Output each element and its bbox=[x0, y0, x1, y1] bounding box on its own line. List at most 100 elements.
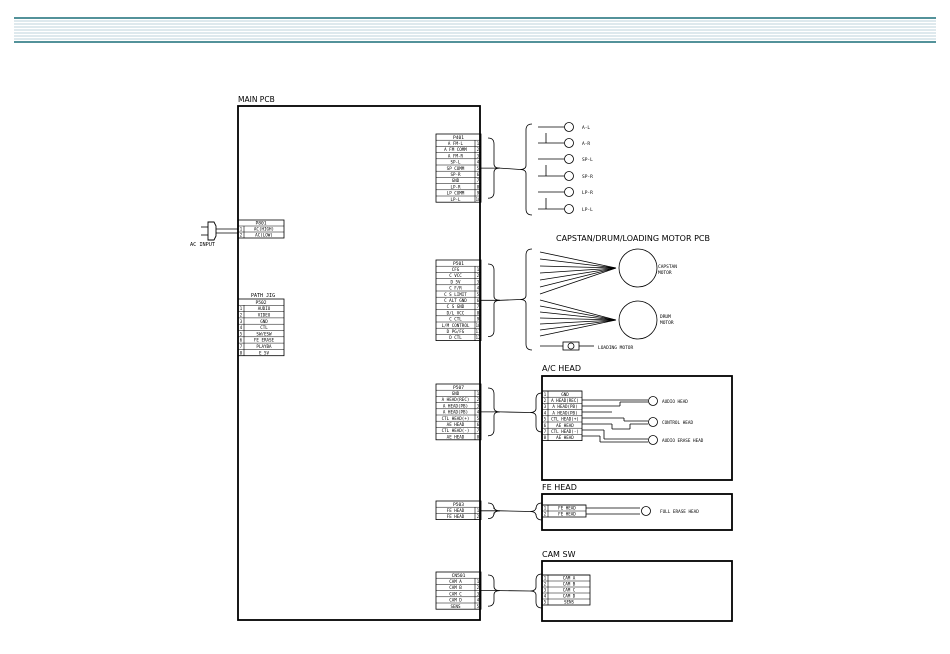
full-erase-head-label: FULL ERASE HEAD bbox=[660, 509, 699, 515]
connector-p401-pin-label: A FM COMM bbox=[444, 147, 467, 152]
path-jig-label: PATH JIG bbox=[251, 293, 275, 299]
connector-p401-pin-label: LP-R bbox=[450, 184, 461, 189]
connector-p502-pin-label: E 5V bbox=[259, 350, 270, 355]
connector-p401-pin-number: 7 bbox=[477, 178, 480, 183]
speaker-icon bbox=[564, 154, 574, 164]
connector-p401-title: P401 bbox=[453, 135, 464, 141]
connector-p501-pin-number: 4 bbox=[477, 286, 480, 291]
connector-p503-pin-number: 2 bbox=[477, 514, 480, 519]
connector-p502-pin-number: 3 bbox=[240, 319, 243, 324]
capstan-wire bbox=[539, 267, 617, 274]
connector-p502-pin-number: 6 bbox=[240, 338, 243, 343]
connector-cam-sw-pin-number: 3 bbox=[544, 588, 547, 593]
connector-p501-pin-number: 11 bbox=[476, 329, 481, 334]
erase-head-label: AUDIO ERASE HEAD bbox=[662, 438, 704, 444]
drum-wire bbox=[539, 299, 617, 321]
capstan-wire bbox=[539, 251, 617, 269]
connector-p501-pin-label: D/L VCC bbox=[447, 310, 465, 315]
connector-p507-pin-number: 5 bbox=[477, 416, 480, 421]
motor-pcb-title: CAPSTAN/DRUM/LOADING MOTOR PCB bbox=[556, 234, 710, 243]
connector-p507-pin-label: GND bbox=[452, 391, 460, 396]
connector-ac-head-pin-label: AE HEAD bbox=[556, 435, 574, 440]
bundle-wire bbox=[499, 411, 531, 413]
connector-ac-head-pin-label: GND bbox=[561, 392, 569, 397]
cam-sw-title: CAM SW bbox=[542, 550, 576, 559]
connector-ac-head-pin-number: 3 bbox=[544, 404, 547, 409]
connector-cam-sw-pin-label: CAM D bbox=[563, 594, 576, 599]
audio-head-label: AUDIO HEAD bbox=[662, 399, 688, 405]
connector-p502-pin-number: 8 bbox=[240, 350, 243, 355]
connector-cn501-pin-label: CAM A bbox=[449, 579, 462, 584]
connector-cam-sw-pin-number: 4 bbox=[544, 594, 547, 599]
loading-motor-label: LOADING MOTOR bbox=[598, 345, 634, 351]
connector-p503-title: P503 bbox=[453, 502, 464, 508]
connector-p507-pin-number: 2 bbox=[477, 397, 480, 402]
connector-ac-head-pin-number: 8 bbox=[544, 435, 547, 440]
connector-ac-head-pin-label: A HEAD(PB) bbox=[552, 410, 577, 415]
connector-p401-pin-number: 1 bbox=[477, 141, 480, 146]
speaker-icon bbox=[564, 122, 574, 132]
connector-p501-pin-number: 1 bbox=[477, 267, 480, 272]
brace-ac-head bbox=[529, 392, 543, 433]
drum-label: MOTOR bbox=[660, 320, 674, 326]
connector-p501-pin-label: C S LIMIT bbox=[444, 292, 467, 297]
connector-p502-pin-label: VIDEO bbox=[258, 313, 271, 318]
connector-p401-pin-label: GND bbox=[452, 178, 460, 183]
connector-p501-pin-label: C ALT GND bbox=[444, 298, 467, 303]
drum-wire bbox=[539, 319, 617, 337]
connector-ac-head-pin-label: AE HEAD bbox=[556, 423, 574, 428]
connector-p507-pin-number: 1 bbox=[477, 391, 480, 396]
connector-cn501-pin-number: 5 bbox=[477, 604, 480, 609]
connector-p501-pin-label: D 5V bbox=[450, 279, 461, 284]
drum-wire bbox=[539, 319, 617, 331]
connector-p801-frame bbox=[237, 219, 285, 239]
connector-p401-pin-label: LP-L bbox=[450, 197, 461, 202]
connector-p502-pin-label: PLAYBA bbox=[256, 344, 272, 349]
connector-p507-pin-label: A HEAD(PB) bbox=[443, 410, 468, 415]
bundle-wire bbox=[499, 299, 521, 301]
connector-fe-head-pin-number: 1 bbox=[544, 506, 547, 511]
connector-ac-head-pin-number: 5 bbox=[544, 417, 547, 422]
connector-p401-pin-number: 10 bbox=[476, 197, 481, 202]
connector-p501-pin-label: C CTL bbox=[449, 317, 462, 322]
connector-ac-head-pin-number: 6 bbox=[544, 423, 547, 428]
connector-p502-pin-label: CTL bbox=[260, 325, 268, 330]
connector-p507-pin-number: 8 bbox=[477, 434, 480, 439]
connector-p503-frame bbox=[435, 500, 482, 521]
connector-p501-pin-number: 2 bbox=[477, 273, 480, 278]
connector-cam-sw-pin-number: 2 bbox=[544, 582, 547, 587]
capstan-wire bbox=[539, 267, 617, 281]
connector-cn501-pin-label: SENS bbox=[450, 604, 461, 609]
connector-p502-pin-label: FE ERASE bbox=[254, 338, 275, 343]
connector-p507-pin-label: CTL HEAD(-) bbox=[442, 428, 470, 433]
connector-cn501-pin-number: 2 bbox=[477, 585, 480, 590]
speaker-label: LP-L bbox=[582, 207, 593, 213]
connector-p502-pin-number: 7 bbox=[240, 344, 243, 349]
connector-p502-pin-label: AUDIO bbox=[258, 306, 271, 311]
capstan-wire bbox=[539, 265, 617, 269]
connector-p401-pin-number: 4 bbox=[477, 160, 480, 165]
drum-wire bbox=[539, 319, 617, 325]
connector-p503-pin-label: FE HEAD bbox=[447, 514, 465, 519]
full-erase-head-icon bbox=[641, 506, 651, 516]
speaker-icon bbox=[564, 187, 574, 197]
speaker-label: LP-R bbox=[582, 190, 593, 196]
erase-head-icon bbox=[648, 435, 658, 445]
speaker-icon bbox=[564, 171, 574, 181]
connector-p507-title: P507 bbox=[453, 385, 464, 391]
connector-p401-pin-number: 5 bbox=[477, 166, 480, 171]
drum-wire bbox=[539, 317, 617, 321]
main-pcb-title: MAIN PCB bbox=[238, 95, 275, 104]
drum-label: DRUM bbox=[660, 314, 671, 320]
connector-cam-sw-pin-label: CAM B bbox=[563, 582, 576, 587]
connector-ac-head-pin-label: CTL HEAD(+) bbox=[551, 417, 579, 422]
connector-p507-pin-label: AE HEAD bbox=[447, 434, 465, 439]
capstan-wire bbox=[539, 258, 617, 269]
capstan-label: MOTOR bbox=[658, 270, 672, 276]
connector-p501-pin-label: C F/R bbox=[449, 286, 462, 291]
